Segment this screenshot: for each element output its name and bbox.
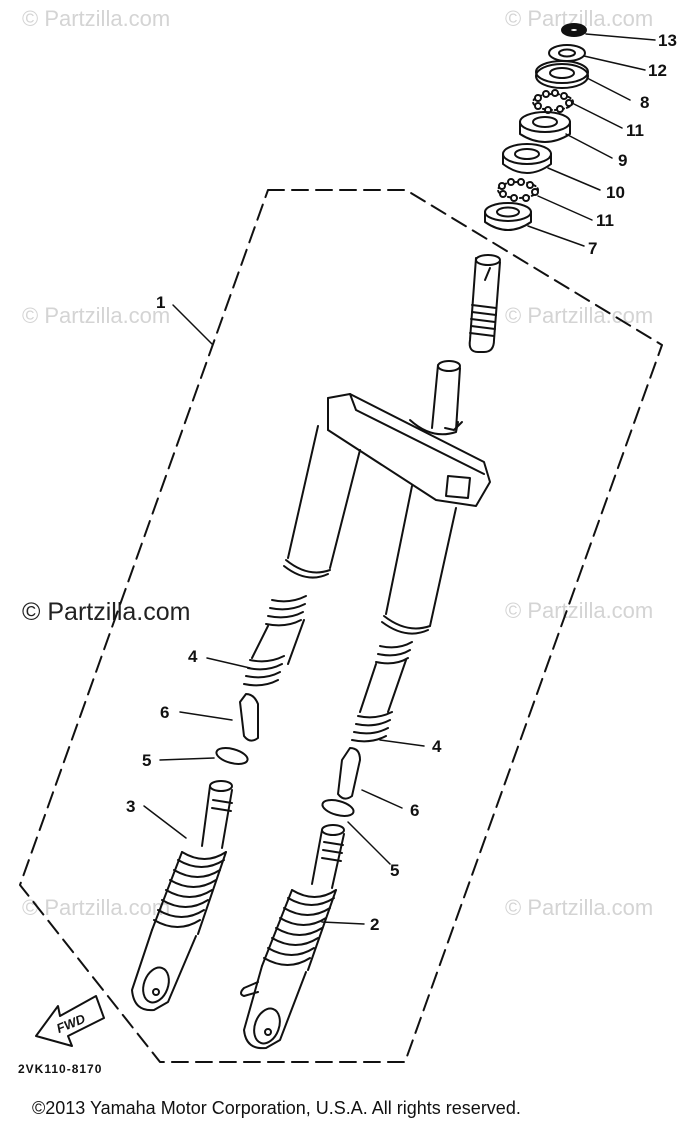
watermark: © Partzilla.com: [505, 895, 654, 920]
spacer-6-left: [239, 693, 259, 742]
race-9: [519, 111, 571, 143]
race-7: [484, 202, 532, 231]
part-label: 11: [626, 121, 644, 140]
part-label: 12: [648, 61, 667, 80]
right-fork-tube: [381, 485, 457, 635]
part-label: 3: [126, 797, 136, 816]
ball-bearings-11-lower: [497, 178, 539, 202]
part-label: 5: [390, 861, 400, 880]
washer-12: [548, 44, 586, 62]
watermark: © Partzilla.com: [22, 598, 191, 626]
assembly-outline: [19, 189, 663, 1063]
part-label: 2: [370, 915, 380, 934]
watermark: © Partzilla.com: [22, 6, 171, 31]
nut-13: [561, 23, 587, 37]
spring-4-right: [351, 641, 413, 743]
part-label: 13: [658, 31, 677, 50]
steering-stem-bracket: [327, 360, 491, 507]
part-label: 7: [588, 239, 598, 258]
spring-4-left: [243, 595, 307, 687]
part-label: 6: [410, 801, 420, 820]
race-8: [535, 60, 589, 89]
watermark: © Partzilla.com: [22, 303, 171, 328]
part-label: 1: [156, 293, 166, 312]
fwd-arrow-icon: [35, 995, 105, 1047]
part-label: 4: [188, 647, 198, 666]
spacer-6-right: [337, 747, 361, 800]
part-label: 11: [596, 211, 614, 230]
copyright-notice: ©2013 Yamaha Motor Corporation, U.S.A. A…: [32, 1098, 521, 1118]
race-10: [502, 143, 552, 174]
part-label: 9: [618, 151, 628, 170]
watermark: © Partzilla.com: [22, 895, 171, 920]
part-label: 10: [606, 183, 625, 202]
leader-lines: [143, 33, 656, 925]
drawing-code: 2VK110-8170: [18, 1062, 103, 1076]
part-label: 5: [142, 751, 152, 770]
part-label: 6: [160, 703, 170, 722]
outer-tube-3: [131, 780, 233, 1012]
watermark: © Partzilla.com: [505, 598, 654, 623]
part-label: 8: [640, 93, 650, 112]
outer-tube-2: [240, 824, 345, 1050]
o-ring-5-left: [215, 747, 249, 765]
part-label: 4: [432, 737, 442, 756]
left-fork-tube: [283, 425, 361, 579]
steering-stem-top: [468, 254, 501, 353]
ball-bearings-11-upper: [532, 89, 574, 114]
o-ring-5-right: [321, 799, 355, 817]
